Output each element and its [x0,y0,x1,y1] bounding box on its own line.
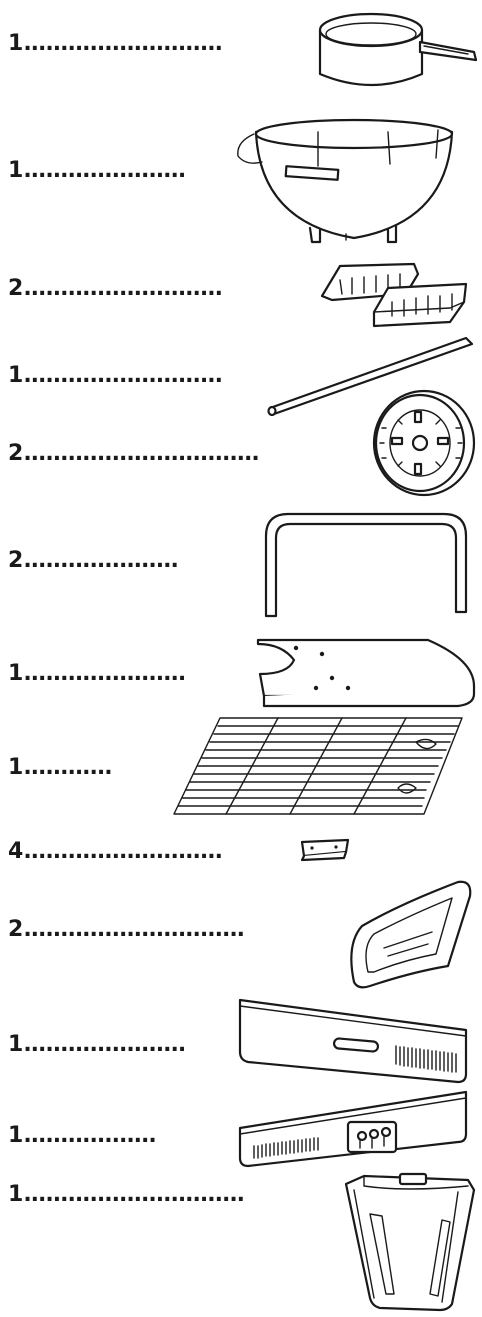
part-quantity: 4 [8,839,23,864]
part-leader-dots: ..................... [23,548,178,573]
part-label: 2.............................. [8,919,244,941]
part-label: 1.............................. [8,1184,244,1206]
part-quantity: 1 [8,755,23,780]
clip-icon [298,838,352,862]
part-label: 4........................... [8,841,222,863]
part-label: 1...................... [8,1034,185,1056]
wheel-icon [368,388,478,498]
part-quantity: 1 [8,31,23,56]
part-leader-dots: ................................ [23,441,258,466]
part-label: 1........................... [8,365,222,387]
charcoal-baskets-icon [318,258,468,336]
cooking-grate-icon [166,712,472,822]
charcoal-chimney-icon [312,8,482,98]
part-leader-dots: ...................... [23,158,185,183]
part-leader-dots: .............................. [23,1182,244,1207]
part-quantity: 1 [8,363,23,388]
leg-frame-icon [258,508,476,620]
part-label: 2........................... [8,278,222,300]
back-panel-icon [234,1088,474,1170]
part-label: 2................................ [8,443,259,465]
part-label: 1............ [8,757,112,779]
part-quantity: 1 [8,158,23,183]
part-label: 1........................... [8,33,222,55]
part-leader-dots: .............................. [23,917,244,942]
handle-icon [340,874,478,994]
part-quantity: 1 [8,1182,23,1207]
part-leader-dots: ........................... [23,363,222,388]
kettle-bowl-icon [228,112,482,250]
part-quantity: 1 [8,661,23,686]
part-quantity: 1 [8,1032,23,1057]
ash-bin-icon [340,1170,480,1314]
part-quantity: 2 [8,276,23,301]
part-quantity: 2 [8,441,23,466]
part-label: 1...................... [8,160,185,182]
part-leader-dots: ........................... [23,31,222,56]
front-panel-icon [234,996,474,1086]
part-leader-dots: ............ [23,755,111,780]
part-leader-dots: .................. [23,1123,155,1148]
part-leader-dots: ...................... [23,1032,185,1057]
part-quantity: 2 [8,917,23,942]
part-quantity: 1 [8,1123,23,1148]
part-quantity: 2 [8,548,23,573]
part-label: 1.................. [8,1125,156,1147]
part-leader-dots: ........................... [23,839,222,864]
part-label: 2..................... [8,550,178,572]
part-leader-dots: ........................... [23,276,222,301]
part-leader-dots: ...................... [23,661,185,686]
side-table-icon [252,632,480,718]
part-label: 1...................... [8,663,185,685]
